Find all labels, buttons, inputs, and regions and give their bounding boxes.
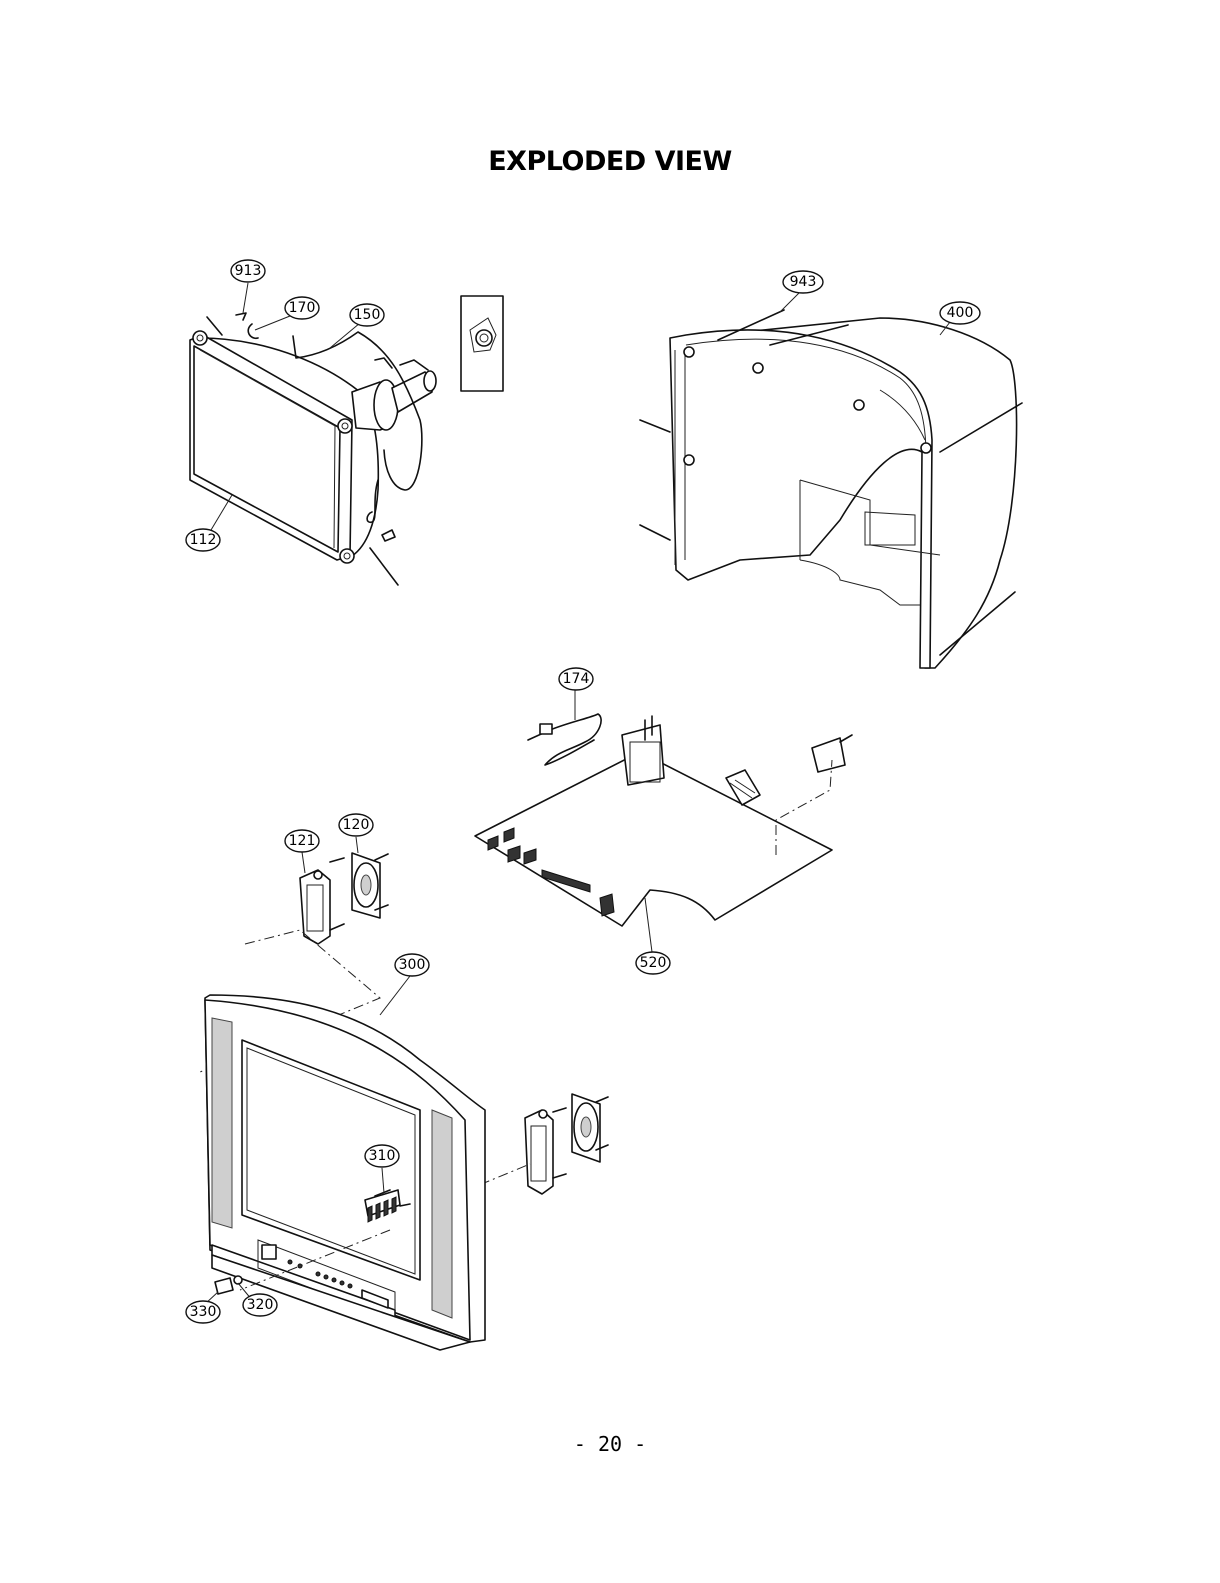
callout-943: 943 — [783, 271, 823, 293]
main-board-assembly — [475, 714, 852, 926]
callout-label-400: 400 — [947, 305, 974, 321]
callout-label-913: 913 — [235, 263, 262, 279]
callout-330: 330 — [186, 1301, 220, 1323]
page-number: - 20 - — [0, 1432, 1220, 1456]
callout-label-300: 300 — [399, 957, 426, 973]
callout-112: 112 — [186, 529, 220, 551]
callout-label-174: 174 — [563, 671, 590, 687]
callout-320: 320 — [243, 1294, 277, 1316]
callout-label-120: 120 — [343, 817, 370, 833]
callout-520: 520 — [636, 952, 670, 974]
callout-400: 400 — [940, 302, 980, 324]
callout-label-150: 150 — [354, 307, 381, 323]
callout-300: 300 — [395, 954, 429, 976]
callout-913: 913 — [231, 260, 265, 282]
callout-121: 121 — [285, 830, 319, 852]
callout-label-170: 170 — [289, 300, 316, 316]
callout-174: 174 — [559, 668, 593, 690]
callout-label-112: 112 — [190, 532, 217, 548]
back-cover-assembly — [640, 310, 1022, 668]
callout-170: 170 — [285, 297, 319, 319]
callout-120: 120 — [339, 814, 373, 836]
callout-label-943: 943 — [790, 274, 817, 290]
callout-label-320: 320 — [247, 1297, 274, 1313]
callout-310: 310 — [365, 1145, 399, 1167]
callout-label-310: 310 — [369, 1148, 396, 1164]
picture-tube-assembly — [190, 296, 503, 585]
callout-label-520: 520 — [640, 955, 667, 971]
callout-150: 150 — [350, 304, 384, 326]
callout-label-121: 121 — [289, 833, 316, 849]
callout-label-330: 330 — [190, 1304, 217, 1320]
